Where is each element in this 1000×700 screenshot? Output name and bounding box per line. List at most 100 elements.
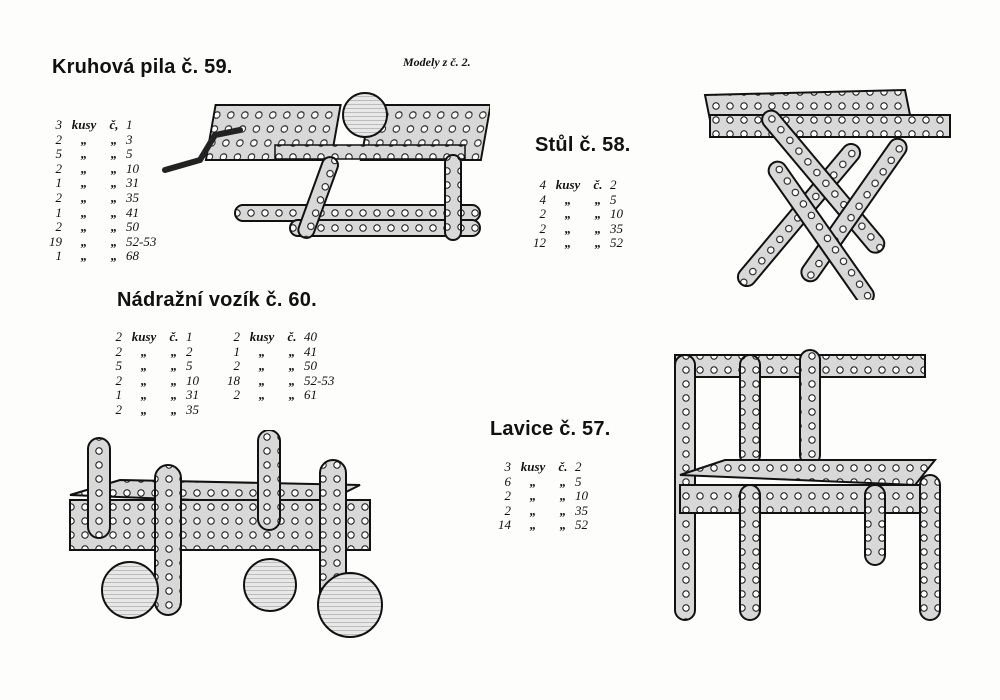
part-unit: „ <box>80 219 88 235</box>
part-prefix: „ <box>110 219 118 235</box>
part-part: 61 <box>304 387 317 403</box>
part-unit: „ <box>140 387 148 403</box>
part-part: 40 <box>304 329 317 344</box>
model-title-table: Stůl č. 58. <box>535 134 631 156</box>
model-title-bench: Lavice č. 57. <box>490 418 611 440</box>
part-part: 35 <box>575 502 588 518</box>
part-unit: kusy <box>131 329 157 344</box>
part-part: 5 <box>186 358 193 374</box>
parts-list-row: 2„„50 <box>222 359 344 374</box>
part-unit: „ <box>529 488 537 504</box>
series-note: Modely z č. 2. <box>403 55 471 69</box>
part-part: 10 <box>575 488 588 504</box>
part-unit: „ <box>80 204 88 220</box>
part-unit: kusy <box>520 459 546 474</box>
part-part: 2 <box>610 177 617 192</box>
station-cart-illustration <box>69 430 383 638</box>
part-prefix: „ <box>110 248 118 264</box>
part-unit: „ <box>140 372 148 388</box>
part-prefix: „ <box>110 160 118 176</box>
part-qty: 2 <box>55 160 63 176</box>
part-qty: 2 <box>539 206 547 222</box>
parts-list-row: 2„„61 <box>222 388 344 403</box>
bench-illustration <box>674 349 941 621</box>
part-unit: „ <box>140 358 148 374</box>
part-qty: 2 <box>55 219 63 235</box>
part-part: 2 <box>186 343 193 359</box>
parts-list-row: 4„„5 <box>528 191 650 208</box>
part-qty: 14 <box>498 517 511 533</box>
part-qty: 4 <box>539 191 547 207</box>
part-part: 1 <box>126 117 133 132</box>
part-qty: 6 <box>504 473 512 489</box>
part-part: 5 <box>126 146 133 162</box>
part-prefix: č. <box>558 459 568 474</box>
part-qty: 2 <box>55 189 63 205</box>
part-part: 35 <box>610 220 623 236</box>
part-qty: 1 <box>55 204 63 220</box>
part-unit: „ <box>80 160 88 176</box>
part-qty: 1 <box>115 387 123 403</box>
part-prefix: „ <box>110 233 118 249</box>
part-qty: 2 <box>115 372 123 388</box>
part-unit: „ <box>564 220 572 236</box>
part-prefix: č, <box>109 117 119 132</box>
table-illustration <box>703 88 951 300</box>
part-unit: „ <box>80 131 88 147</box>
parts-list-row: 19„„52-53 <box>44 233 166 250</box>
part-unit: „ <box>258 372 266 388</box>
part-prefix: „ <box>110 131 118 147</box>
part-qty: 2 <box>233 329 241 344</box>
part-prefix: „ <box>288 343 296 359</box>
part-part: 5 <box>610 191 617 207</box>
part-qty: 5 <box>55 146 63 162</box>
part-unit: „ <box>140 401 148 417</box>
parts-list-row: 2 „ „ 50 <box>44 220 166 235</box>
part-part: 68 <box>126 248 139 264</box>
part-prefix: č. <box>169 329 179 344</box>
parts-list-row: 18„„52-53 <box>222 372 344 389</box>
part-part: 3 <box>126 131 133 147</box>
parts-list-row: 2„„10 <box>528 207 650 222</box>
part-prefix: „ <box>110 204 118 220</box>
model-title-station-cart: Nádražní vozík č. 60. <box>117 289 317 311</box>
part-qty: 4 <box>539 177 547 192</box>
part-qty: 5 <box>115 358 123 374</box>
part-qty: 19 <box>49 233 62 249</box>
part-part: 1 <box>186 329 193 344</box>
part-prefix: „ <box>288 358 296 374</box>
part-unit: „ <box>529 517 537 533</box>
parts-list-row: 1„„41 <box>44 204 166 221</box>
part-part: 50 <box>126 219 139 235</box>
parts-list-row: 14„„52 <box>493 518 615 533</box>
part-prefix: „ <box>110 146 118 162</box>
parts-list-row: 2„„10 <box>104 372 226 389</box>
part-part: 35 <box>126 189 139 205</box>
part-unit: kusy <box>555 177 581 192</box>
part-qty: 18 <box>227 372 240 388</box>
part-prefix: „ <box>288 387 296 403</box>
part-unit: „ <box>529 502 537 518</box>
part-unit: „ <box>258 343 266 359</box>
part-prefix: „ <box>170 387 178 403</box>
circular-saw-illustration <box>162 92 490 241</box>
part-part: 52-53 <box>126 233 157 249</box>
part-qty: 3 <box>504 459 512 474</box>
part-qty: 1 <box>55 248 63 264</box>
parts-list-row: 5 „ „ 5 <box>44 147 166 162</box>
part-part: 35 <box>186 401 199 417</box>
part-unit: „ <box>80 146 88 162</box>
part-unit: „ <box>564 206 572 222</box>
part-prefix: „ <box>170 358 178 374</box>
part-prefix: „ <box>288 372 296 388</box>
part-prefix: „ <box>559 473 567 489</box>
part-unit: „ <box>80 175 88 191</box>
